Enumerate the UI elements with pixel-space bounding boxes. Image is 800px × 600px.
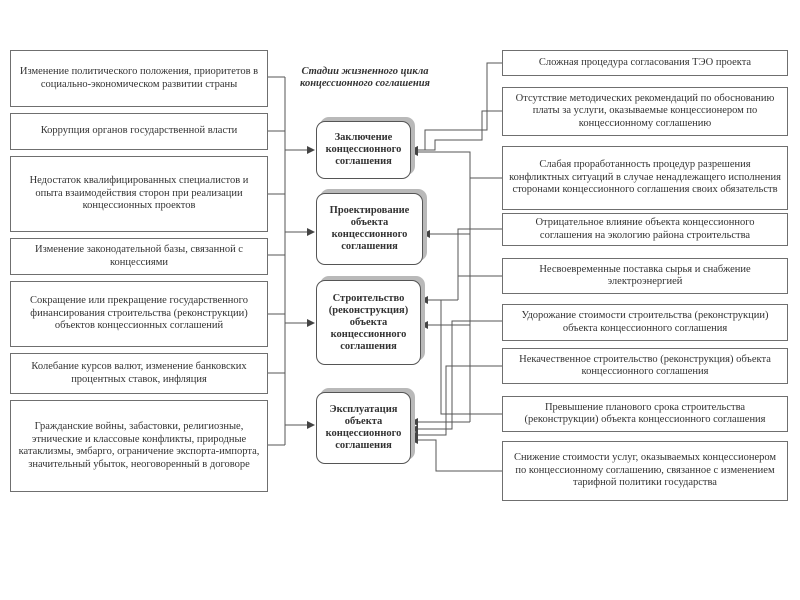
right-connector-2 [410,110,502,154]
right-risk-box: Отсутствие методических рекомендаций по … [502,87,788,136]
stage-box-design: Проектирование объекта концессионного со… [316,193,423,265]
right-connector-7 [410,365,502,439]
right-connector-8 [440,300,502,415]
right-risk-box: Сложная процедура согласования ТЭО проек… [502,50,788,76]
right-connector-6 [410,320,502,433]
left-risk-box: Недостаток квалифицированных специалисто… [10,156,268,232]
stage-box-operation: Эксплуатация объекта концессионного согл… [316,392,411,464]
right-connector-9 [410,436,502,472]
right-risk-box: Превышение планового срока строительства… [502,396,788,432]
right-connector-4 [457,228,502,300]
right-connector-3 [410,148,502,179]
left-risk-box: Изменение законодательной базы, связанно… [10,238,268,275]
left-risk-box: Колебание курсов валют, изменение банков… [10,353,268,394]
left-risk-box: Гражданские войны, забастовки, религиозн… [10,400,268,492]
stage-box-construction: Строительство (реконструкция) объекта ко… [316,280,421,365]
diagram-title: Стадии жизненного цикла концессионного с… [300,66,430,89]
left-risk-box: Коррупция органов государственной власти [10,113,268,150]
right-risk-box: Отрицательное влияние объекта концессион… [502,213,788,246]
stage-box-conclusion: Заключение концессионного соглашения [316,121,411,179]
right-risk-box: Снижение стоимости услуг, оказываемых ко… [502,441,788,501]
right-risk-box: Несвоевременные поставка сырья и снабжен… [502,258,788,294]
left-risk-box: Сокращение или прекращение государственн… [10,281,268,347]
right-risk-box: Некачественное строительство (реконструк… [502,348,788,384]
right-risk-box: Слабая проработанность процедур разрешен… [502,146,788,210]
right-risk-box: Удорожание стоимости строительства (реко… [502,304,788,341]
left-risk-box: Изменение политического положения, приор… [10,50,268,107]
